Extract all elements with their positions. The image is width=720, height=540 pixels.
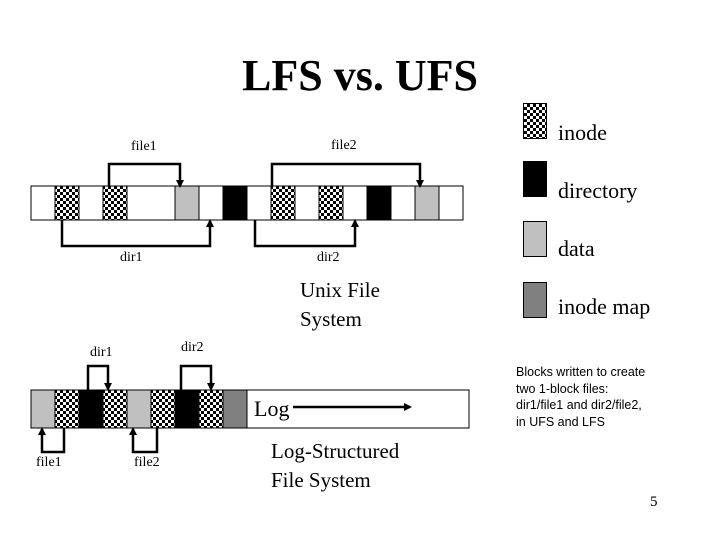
block-inode [198,389,224,429]
block-data [126,389,152,429]
block-inode [102,389,128,429]
block-inode-map [222,389,248,429]
ufs-label-dir2: dir2 [317,250,340,265]
ufs-label-file1: file1 [131,139,157,154]
lfs-label-file2: file2 [134,455,160,470]
lfs-label-dir2: dir2 [181,340,204,355]
ufs-label-file2: file2 [331,138,357,153]
legend-inode-map-swatch [523,282,547,318]
page-title: LFS vs. UFS [242,51,478,100]
lfs-caption: Log-Structured File System [271,437,399,495]
ufs-arrow-file2 [270,162,424,188]
block-data [30,389,56,429]
block-data [174,185,200,221]
block-data [414,185,440,221]
block-directory [174,389,200,429]
ufs-caption: Unix File System [300,276,380,334]
ufs-arrow-dir2 [253,219,359,248]
lfs-label-file1: file1 [36,455,62,470]
block-inode [102,185,128,221]
legend-inode-swatch [523,103,547,139]
block-inode [54,185,80,221]
block-inode [318,185,344,221]
block-directory [78,389,104,429]
legend-data-label: data [558,236,595,261]
ufs-arrow-file1 [107,162,184,188]
log-label: Log [254,396,290,421]
lfs-caption-line1: Log-Structured [271,439,400,463]
lfs-caption-line2: File System [271,468,371,492]
block-inode [150,389,176,429]
ufs-caption-line2: System [300,307,362,331]
lfs-arrow-dir1 [86,364,112,391]
legend-directory-swatch [523,161,547,197]
legend-inode-label: inode [558,120,607,145]
lfs-arrows [38,364,412,454]
block-inode [270,185,296,221]
caption-note: Blocks written to create two 1-block fil… [516,365,646,429]
legend-directory-label: directory [558,178,638,203]
legend-inode-map-label: inode map [558,294,651,319]
ufs-arrow-dir1 [60,219,214,248]
ufs-caption-line1: Unix File [300,278,380,302]
ufs-label-dir1: dir1 [120,250,143,265]
lfs-arrow-file2 [129,427,159,454]
lfs-label-dir1: dir1 [90,345,113,360]
ufs-arrows [60,162,424,248]
block-inode [54,389,80,429]
block-directory [366,185,392,221]
legend-data-swatch [523,221,547,257]
page-number: 5 [650,494,658,510]
lfs-arrow-dir2 [179,364,215,391]
ufs-disk-strip [30,185,464,221]
lfs-arrow-file1 [38,427,66,454]
block-directory [222,185,248,221]
lfs-log-strip [30,389,470,429]
